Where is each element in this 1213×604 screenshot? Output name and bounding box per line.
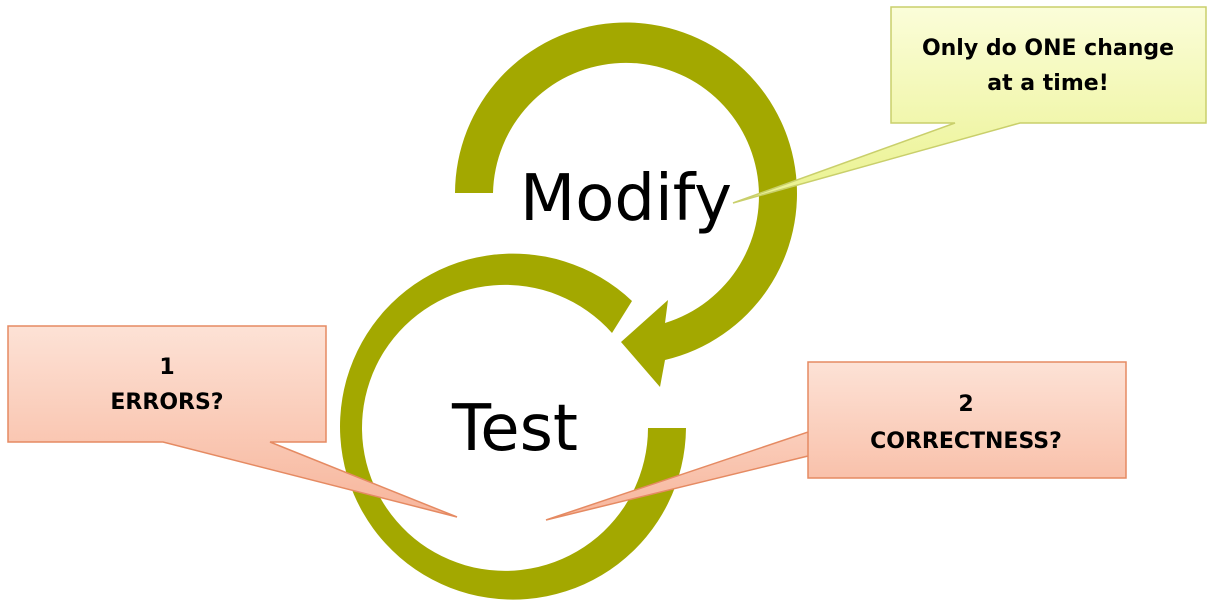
errors-callout-number: 1 bbox=[159, 355, 174, 380]
one-change-callout-line2: at a time! bbox=[987, 71, 1108, 96]
correctness-callout: 2 CORRECTNESS? bbox=[545, 361, 1127, 521]
test-label: Test bbox=[451, 392, 578, 466]
correctness-callout-number: 2 bbox=[958, 392, 973, 417]
modify-label: Modify bbox=[520, 162, 732, 236]
errors-callout-label: ERRORS? bbox=[110, 390, 223, 415]
one-change-callout-line1: Only do ONE change bbox=[922, 36, 1174, 61]
one-change-callout: Only do ONE change at a time! bbox=[732, 6, 1207, 204]
errors-callout: 1 ERRORS? bbox=[7, 325, 458, 518]
correctness-callout-label: CORRECTNESS? bbox=[870, 429, 1062, 454]
